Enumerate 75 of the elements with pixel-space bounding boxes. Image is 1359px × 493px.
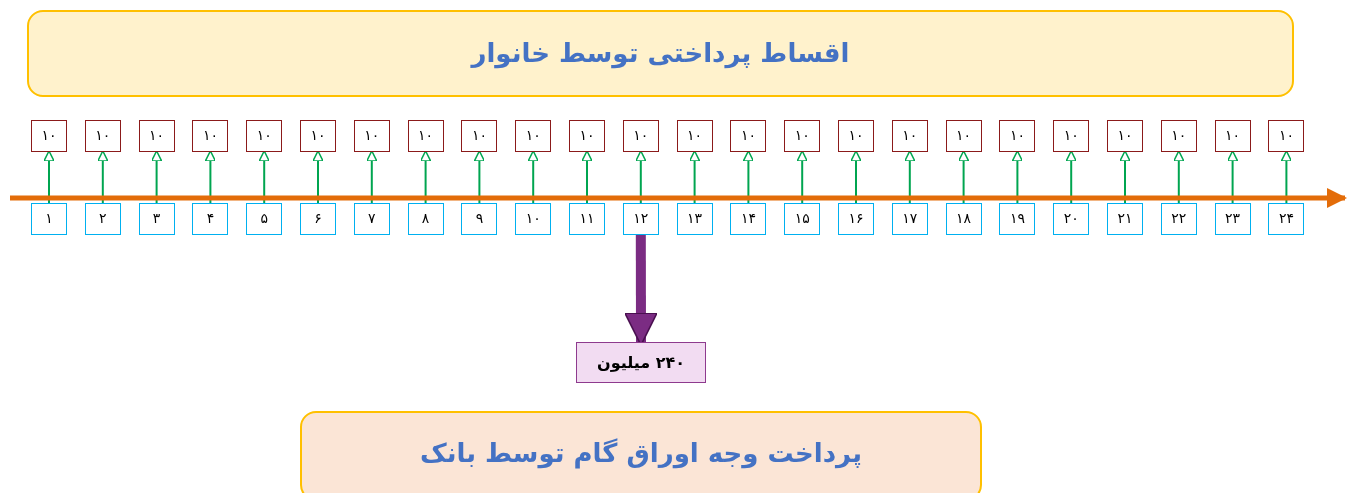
period-box: ۱۵	[784, 203, 821, 235]
amount-box: ۱۰	[730, 120, 767, 152]
arrow	[957, 150, 970, 204]
period-box: ۱	[31, 203, 67, 235]
arrow	[43, 150, 55, 204]
arrow	[1280, 150, 1293, 204]
arrow	[204, 150, 217, 204]
arrow	[1226, 150, 1239, 204]
amount-box: ۱۰	[838, 120, 874, 152]
period-box: ۱۸	[945, 203, 982, 235]
period-box: ۲۳	[1214, 203, 1251, 235]
amount-box: ۱۰	[353, 120, 390, 152]
arrow	[1173, 150, 1185, 204]
period-box: ۱۶	[838, 203, 874, 235]
arrow	[258, 150, 270, 204]
period-box: ۱۴	[730, 203, 767, 235]
amount-box: ۱۰	[515, 120, 552, 152]
arrow	[366, 150, 378, 204]
amount-box: ۱۰	[784, 120, 821, 152]
amount-box: ۱۰	[1214, 120, 1251, 152]
period-box: ۱۰	[515, 203, 552, 235]
period-box: ۲۲	[1160, 203, 1197, 235]
arrow	[635, 150, 647, 204]
amount-box: ۱۰	[622, 120, 659, 152]
amount-box: ۱۰	[1268, 120, 1305, 152]
period-box: ۲۱	[1107, 203, 1143, 235]
amount-box: ۱۰	[138, 120, 175, 152]
arrow	[796, 150, 808, 204]
period-box: ۱۱	[569, 203, 605, 235]
period-box: ۲۰	[1053, 203, 1090, 235]
amount-box: ۱۰	[192, 120, 229, 152]
period-box: ۲	[84, 203, 121, 235]
title-banner: پرداخت وجه اوراق گام توسط بانک	[300, 411, 982, 493]
amount-box: ۱۰	[300, 120, 336, 152]
period-box: ۱۲	[622, 203, 659, 235]
amount-box: ۱۰	[461, 120, 498, 152]
amount-box: ۱۰	[246, 120, 283, 152]
period-box: ۹	[461, 203, 498, 235]
arrow	[1065, 150, 1077, 204]
period-box: ۱۳	[676, 203, 713, 235]
amount-box: ۱۰	[999, 120, 1036, 152]
amount-box: ۱۰	[84, 120, 121, 152]
arrow	[850, 150, 862, 204]
arrow	[581, 150, 593, 204]
period-box: ۱۷	[891, 203, 928, 235]
amount-box: ۱۰	[407, 120, 444, 152]
amount-box: ۱۰	[1107, 120, 1143, 152]
amount-box: ۱۰	[1053, 120, 1090, 152]
period-box: ۵	[246, 203, 283, 235]
arrow	[904, 150, 916, 204]
arrow	[97, 150, 109, 204]
arrow	[419, 150, 432, 204]
title-banner: اقساط پرداختی توسط خانوار	[27, 10, 1294, 97]
amount-box: ۱۰	[1160, 120, 1197, 152]
period-box: ۲۴	[1268, 203, 1305, 235]
period-box: ۱۹	[999, 203, 1036, 235]
arrow	[150, 150, 163, 204]
arrow	[688, 150, 701, 204]
arrow	[527, 150, 539, 204]
period-box: ۴	[192, 203, 229, 235]
period-box: ۳	[138, 203, 175, 235]
amount-box: ۱۰	[31, 120, 67, 152]
arrow	[473, 150, 486, 204]
arrow	[312, 150, 324, 204]
arrow	[742, 150, 755, 204]
amount-box: ۱۰	[676, 120, 713, 152]
period-box: ۶	[300, 203, 336, 235]
period-box: ۸	[407, 203, 444, 235]
amount-box: ۱۰	[945, 120, 982, 152]
arrow	[1119, 150, 1131, 204]
period-box: ۷	[353, 203, 390, 235]
amount-box: ۱۰	[569, 120, 605, 152]
total-box: ۲۴۰ میلیون	[576, 342, 706, 383]
arrow	[1011, 150, 1024, 204]
amount-box: ۱۰	[891, 120, 928, 152]
